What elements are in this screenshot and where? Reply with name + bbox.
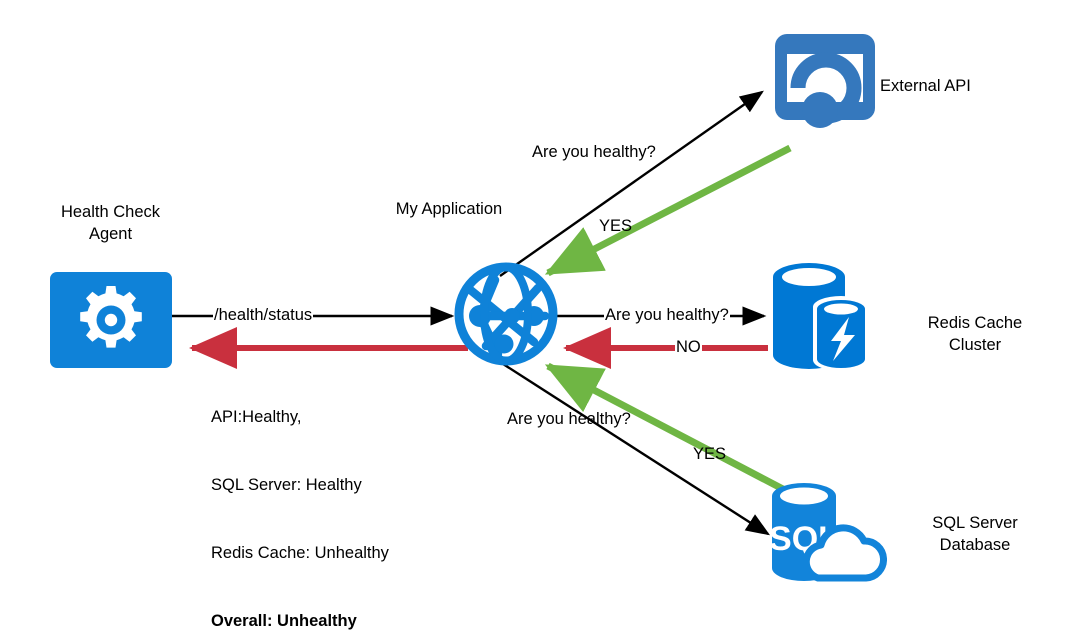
- sql-server-database-node[interactable]: SQL: [762, 474, 887, 598]
- health-check-agent-node[interactable]: [50, 272, 172, 368]
- edge-label-redis-answer: NO: [675, 337, 702, 359]
- sql-server-database-label: SQL Server Database: [932, 514, 1018, 554]
- health-check-agent-label: Health Check Agent: [60, 203, 161, 243]
- redis-cache-icon: [773, 263, 869, 371]
- edge-app-to-sql-question: [499, 360, 771, 536]
- edge-label-external-api-answer: YES: [599, 217, 633, 235]
- status-response-block: API:Healthy, SQL Server: Healthy Redis C…: [211, 360, 389, 640]
- edge-label-sql-answer: YES: [693, 445, 727, 463]
- sql-database-icon: SQL: [769, 483, 887, 582]
- external-api-label: External API: [880, 77, 971, 95]
- edge-external-api-to-app-answer: [544, 144, 792, 277]
- edge-sql-to-app-answer: [544, 362, 802, 502]
- gear-box-icon: [50, 272, 172, 368]
- status-line-sql: SQL Server: Healthy: [211, 475, 362, 494]
- edge-app-to-external-api-question: [499, 90, 764, 277]
- external-api-node[interactable]: [765, 32, 885, 150]
- redis-cache-cluster-node[interactable]: [765, 255, 887, 377]
- status-line-api: API:Healthy,: [211, 407, 302, 426]
- edge-label-redis-question: Are you healthy?: [604, 305, 730, 327]
- edge-label-sql-question: Are you healthy?: [507, 410, 631, 428]
- edge-label-health-status: /health/status: [213, 305, 314, 327]
- my-application-node[interactable]: [450, 258, 562, 370]
- status-line-redis: Redis Cache: Unhealthy: [211, 544, 389, 563]
- edge-label-external-api-question: Are you healthy?: [532, 143, 656, 161]
- external-api-icon: [775, 34, 875, 128]
- status-line-overall: Overall: Unhealthy: [211, 612, 357, 631]
- network-globe-icon: [454, 262, 558, 366]
- redis-cache-cluster-label: Redis Cache Cluster: [927, 314, 1023, 354]
- my-application-label: My Application: [395, 200, 503, 218]
